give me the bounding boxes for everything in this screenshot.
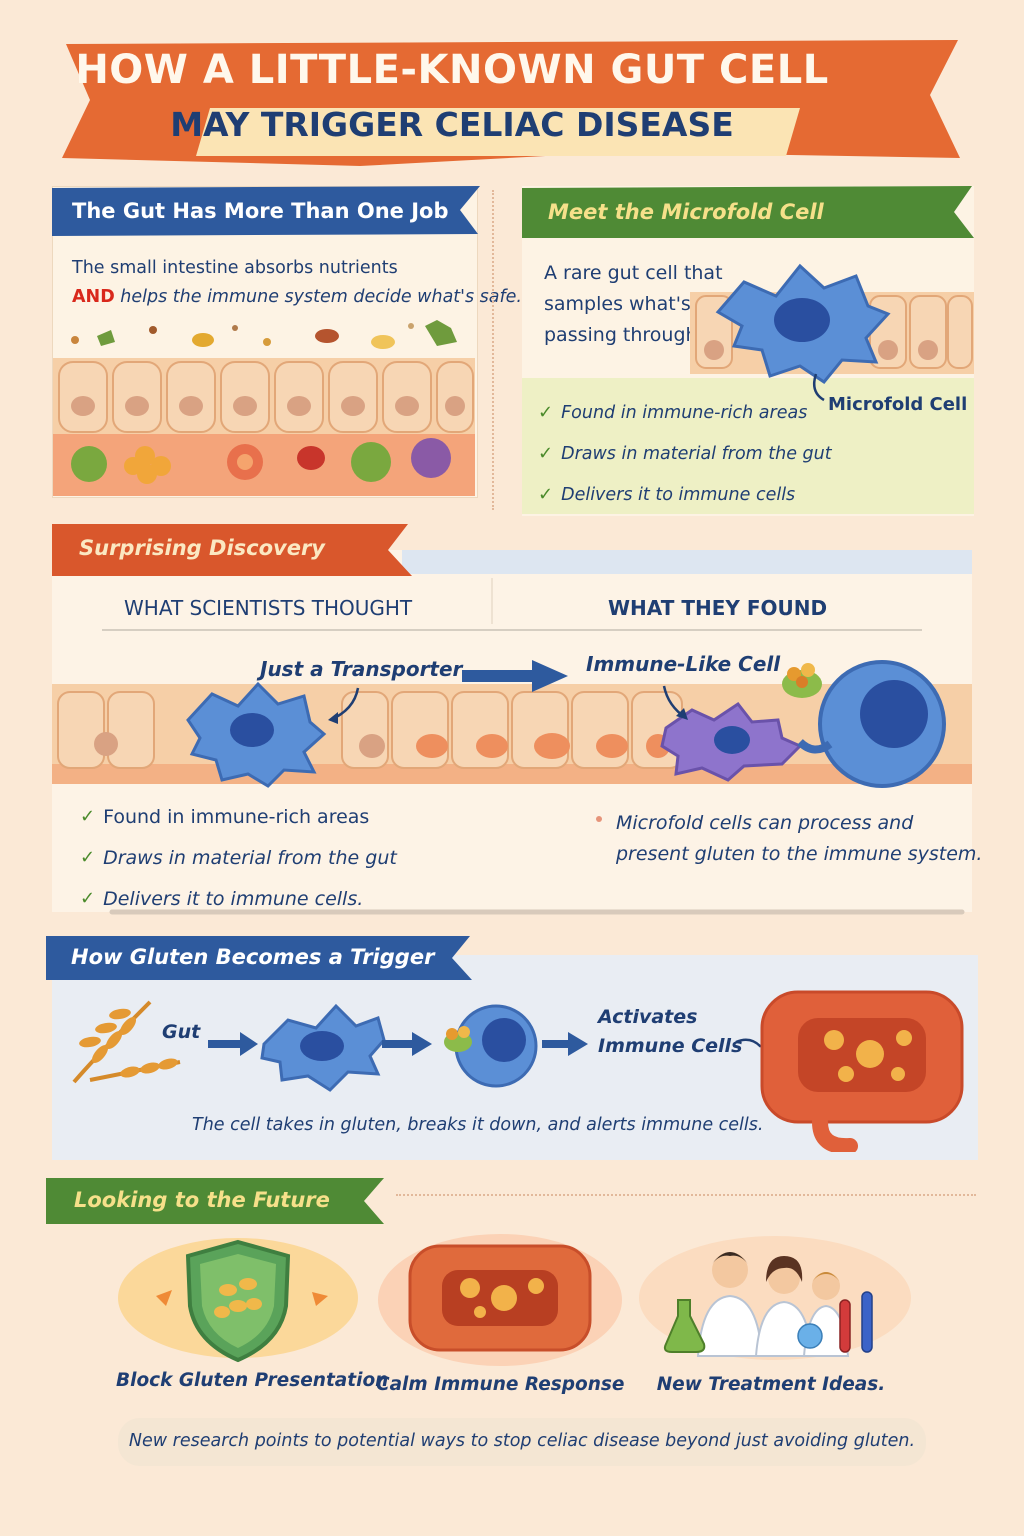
- check-icon: ✓: [80, 806, 96, 827]
- col-thought-heading: WHAT SCIENTISTS THOUGHT: [124, 596, 413, 620]
- microfold-check-3-text: Delivers it to immune cells: [561, 484, 796, 505]
- title-banner: [60, 40, 964, 170]
- future-header-ribbon: [46, 1178, 386, 1224]
- future-header: Looking to the Future: [74, 1188, 330, 1212]
- check-icon: ✓: [538, 443, 554, 464]
- col-found-heading: WHAT THEY FOUND: [608, 596, 828, 620]
- microfold-checklist: ✓ Found in immune-rich areas ✓ Draws in ma…: [538, 392, 832, 515]
- scientists-icon: [638, 1226, 912, 1362]
- microfold-intro-line-2: samples what's: [544, 293, 691, 315]
- future-item-3: New Treatment Ideas.: [656, 1374, 886, 1395]
- microfold-checklist-bg: [522, 378, 974, 514]
- immune-like-label: Immune-Like Cell: [586, 652, 781, 676]
- microfold-header-ribbon: [522, 186, 974, 238]
- bottom-note: New research points to potential ways to…: [128, 1431, 916, 1451]
- bullet-dot: [596, 816, 602, 822]
- gluten-gut-label: Gut: [162, 1021, 201, 1043]
- divider: [396, 1194, 976, 1196]
- discovery-checklist: ✓ Found in immune-rich areas ✓ Draws in ma…: [80, 796, 397, 919]
- gluten-caption: The cell takes in gluten, breaks it down…: [192, 1115, 764, 1135]
- title-main: HOW A LITTLE-KNOWN GUT CELL: [75, 47, 829, 93]
- gluten-flow-illustration: [60, 982, 974, 1152]
- check-icon: ✓: [80, 847, 96, 868]
- gut-line-2: AND helps the immune system decide what'…: [72, 283, 522, 312]
- check-icon: ✓: [80, 888, 96, 909]
- gut-line-2-rest: helps the immune system decide what's sa…: [114, 287, 522, 307]
- check-icon: ✓: [538, 484, 554, 505]
- transporter-label: Just a Transporter: [260, 657, 463, 681]
- gut-line-2-emphasis: AND: [72, 287, 115, 307]
- intestine-icon: [376, 1232, 624, 1368]
- gut-header-ribbon: [52, 186, 482, 236]
- discovery-check-2-text: Draws in material from the gut: [103, 846, 397, 869]
- gluten-header-ribbon: [46, 936, 472, 980]
- discovery-check-3-text: Delivers it to immune cells.: [103, 887, 364, 910]
- microfold-cell-illustration: [690, 262, 974, 412]
- discovery-check-2: ✓ Draws in material from the gut: [80, 837, 397, 878]
- future-item-2: Calm Immune Response: [376, 1374, 625, 1395]
- gut-description: The small intestine absorbs nutrients AN…: [72, 254, 522, 312]
- microfold-check-2-text: Draws in material from the gut: [561, 443, 832, 464]
- microfold-check-1-text: Found in immune-rich areas: [561, 402, 808, 423]
- bottom-note-box: [118, 1418, 926, 1466]
- discovery-header: Surprising Discovery: [79, 536, 325, 560]
- activates-label: Activates Immune Cells: [598, 1003, 742, 1061]
- microfold-intro-line-3: passing through.: [544, 324, 704, 346]
- shield-icon: [116, 1236, 360, 1366]
- discovery-check-1: ✓ Found in immune-rich areas: [80, 796, 397, 837]
- microfold-check-2: ✓ Draws in material from the gut: [538, 433, 832, 474]
- activates-line-1: Activates: [598, 1006, 698, 1028]
- microfold-check-3: ✓ Delivers it to immune cells: [538, 474, 832, 515]
- title-sub: MAY TRIGGER CELIAC DISEASE: [170, 105, 734, 144]
- microfold-intro-line-1: A rare gut cell that: [544, 262, 723, 284]
- discovery-found-line-2: present gluten to the immune system.: [616, 843, 983, 865]
- gut-line-1: The small intestine absorbs nutrients: [72, 258, 398, 278]
- microfold-intro: A rare gut cell that samples what's pass…: [544, 258, 723, 351]
- discovery-check-3: ✓ Delivers it to immune cells.: [80, 878, 397, 919]
- discovery-found-text: Microfold cells can process and present …: [616, 808, 982, 870]
- divider: [492, 190, 494, 510]
- gut-header: The Gut Has More Than One Job: [72, 199, 449, 223]
- discovery-found-line-1: Microfold cells can process and: [616, 812, 914, 834]
- discovery-panel: [52, 524, 974, 924]
- microfold-cell-label: Microfold Cell: [828, 394, 968, 415]
- activates-line-2: Immune Cells: [598, 1035, 743, 1057]
- discovery-check-1-text: Found in immune-rich areas: [103, 805, 370, 828]
- check-icon: ✓: [538, 402, 554, 423]
- microfold-check-1: ✓ Found in immune-rich areas: [538, 392, 832, 433]
- gluten-header: How Gluten Becomes a Trigger: [71, 945, 435, 969]
- future-item-1: Block Gluten Presentation: [116, 1370, 389, 1391]
- intestine-illustration: [53, 318, 475, 496]
- microfold-header: Meet the Microfold Cell: [548, 200, 824, 224]
